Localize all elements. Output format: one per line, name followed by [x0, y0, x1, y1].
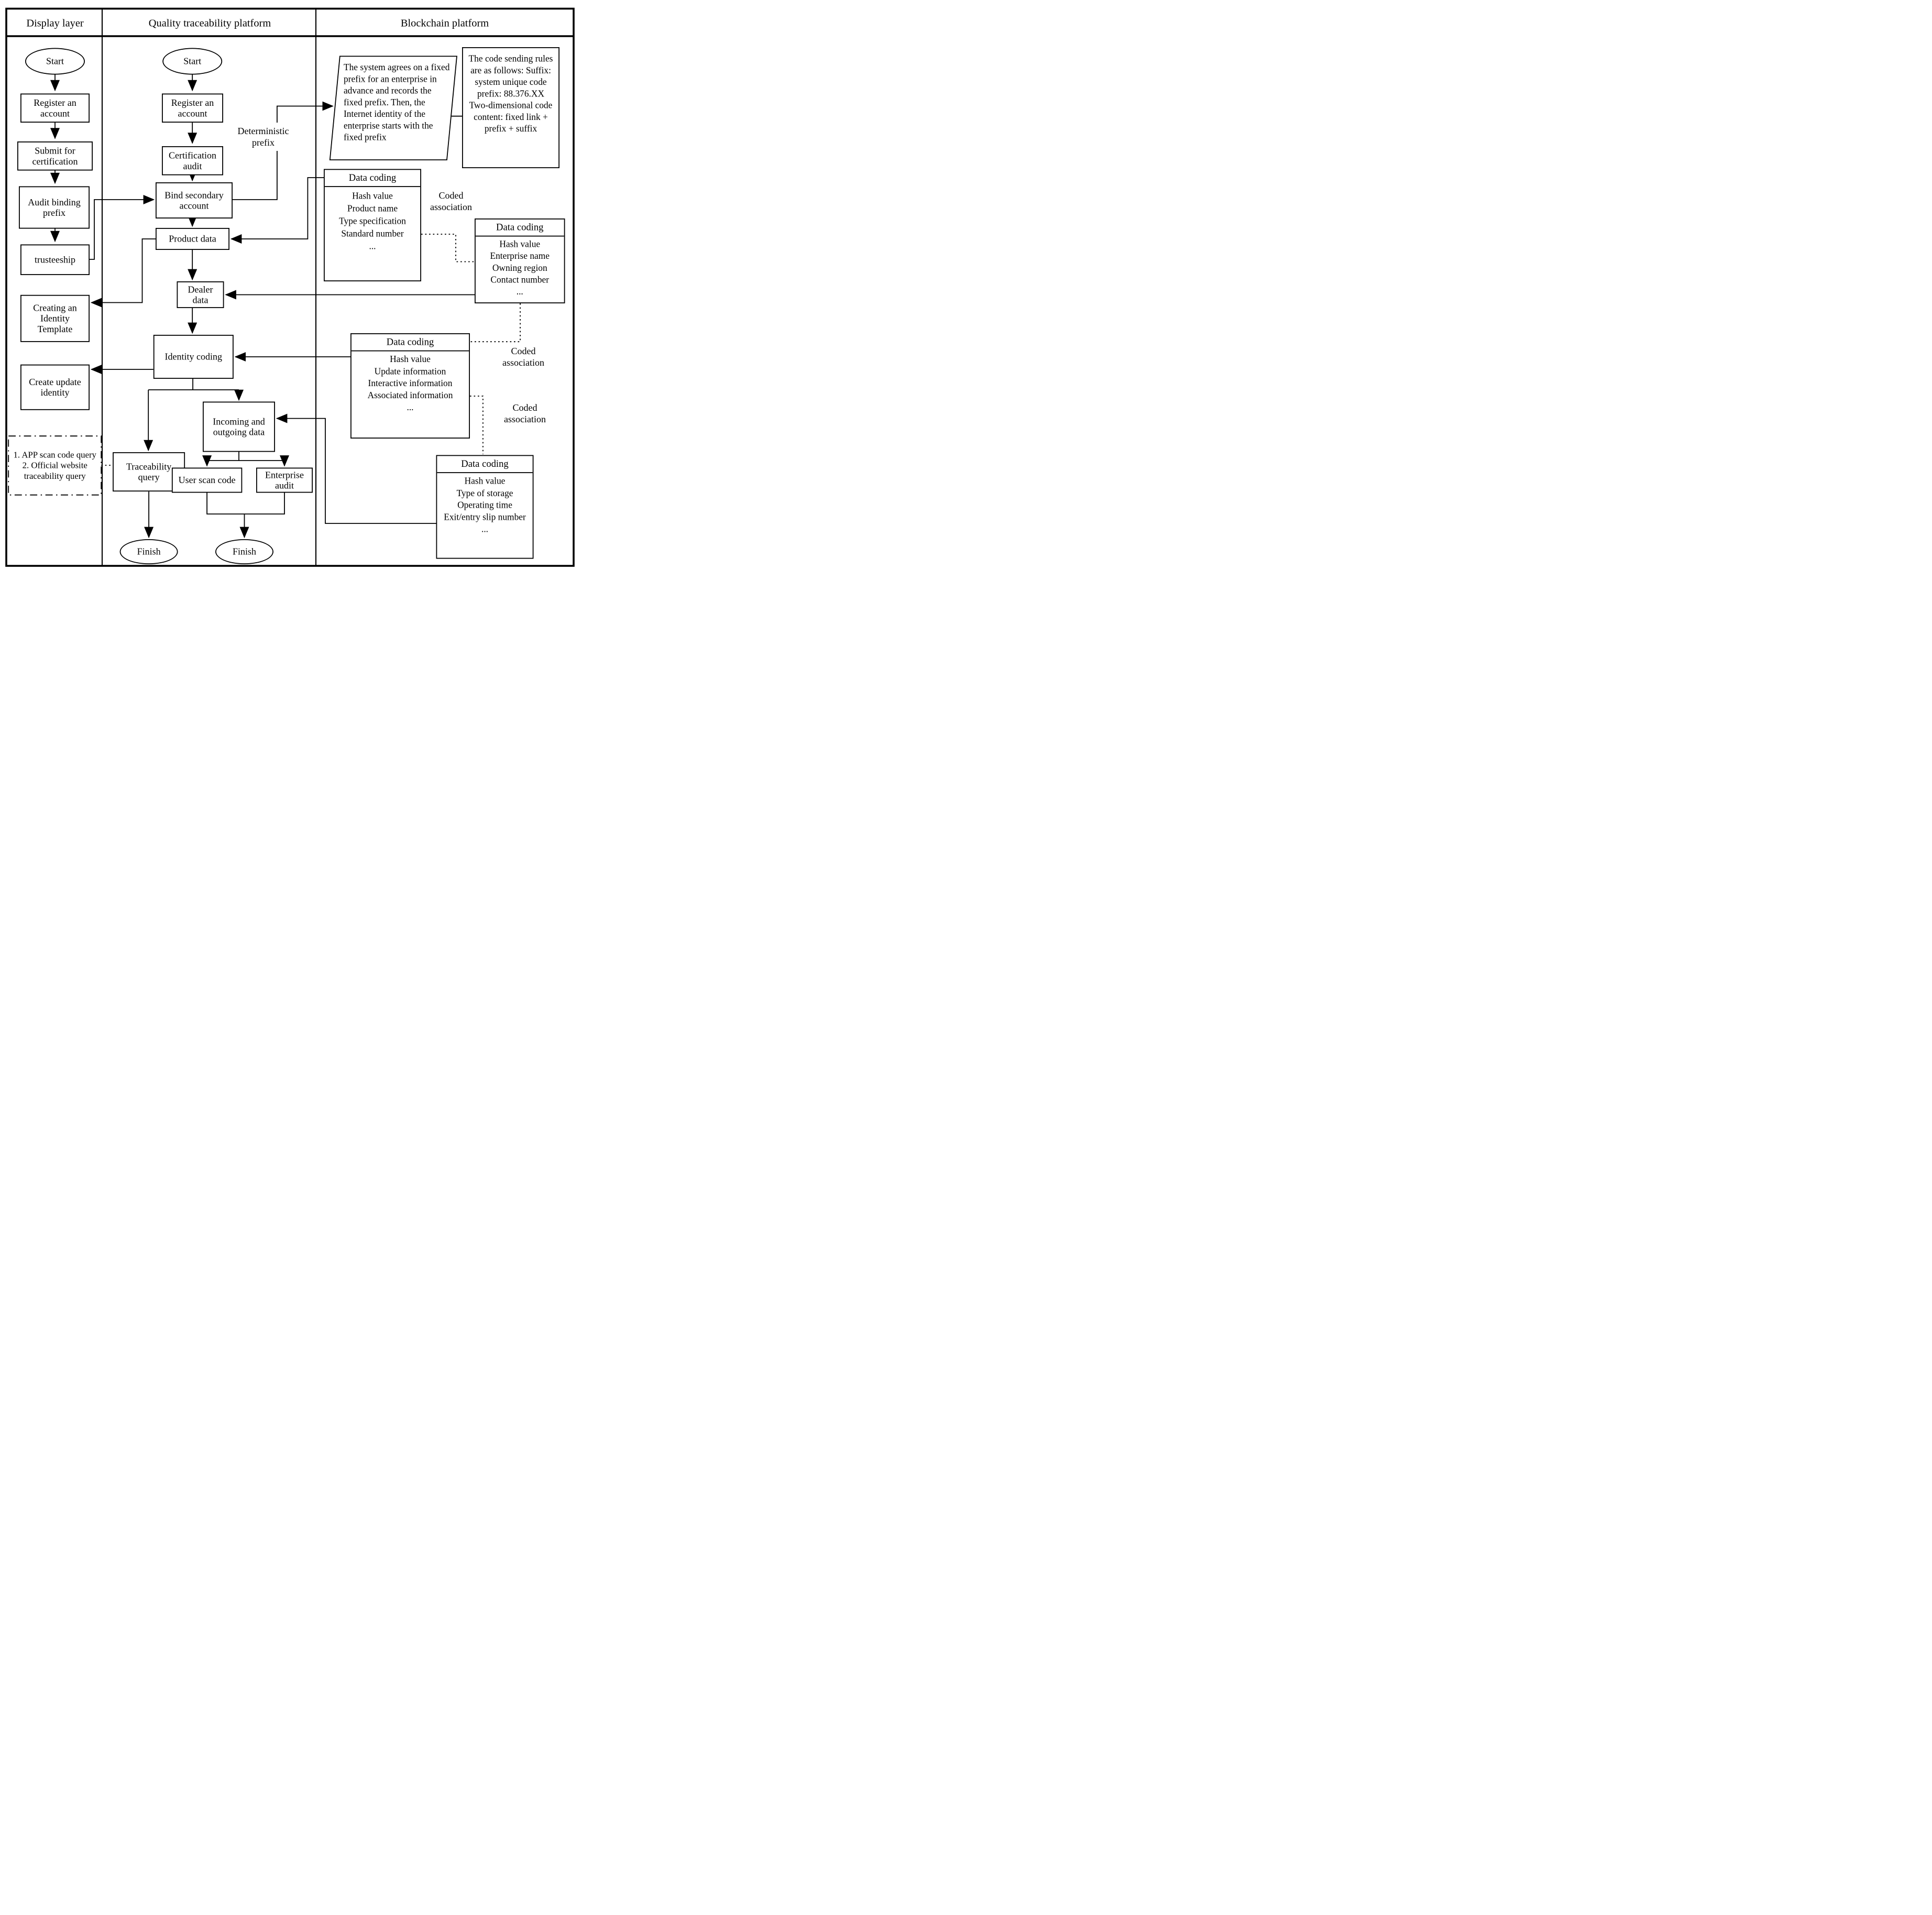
data-coding-enterprise-item: ...: [516, 286, 523, 297]
display-start-oval: Start: [25, 48, 85, 75]
platform-identity-coding-box: Identity coding: [153, 335, 234, 379]
platform-finish-left-oval: Finish: [119, 539, 178, 564]
platform-enterprise-audit-box: Enterprise audit: [256, 467, 313, 493]
data-coding-box-product: Data coding Hash value Product name Type…: [324, 169, 422, 281]
coded-association-label-2: Coded association: [502, 346, 544, 368]
data-coding-enterprise-item: Owning region: [492, 262, 547, 273]
blockchain-fixed-prefix-text: The system agrees on a fixed prefix for …: [343, 62, 450, 143]
flowchart-diagram: Display layer Quality traceability platf…: [0, 0, 580, 575]
data-coding-box-storage-title: Data coding: [437, 456, 533, 474]
data-coding-product-item: Product name: [347, 203, 398, 214]
data-coding-box-storage: Data coding Hash value Type of storage O…: [436, 455, 534, 559]
data-coding-update-item: Hash value: [390, 354, 431, 365]
display-trusteeship-box: trusteeship: [20, 244, 90, 275]
data-coding-product-item: ...: [369, 240, 376, 251]
data-coding-enterprise-item: Enterprise name: [490, 250, 550, 261]
display-submit-certification-box: Submit for certification: [17, 141, 93, 171]
platform-bind-secondary-account-box: Bind secondary account: [156, 182, 233, 219]
flow-arrows: [50, 74, 475, 539]
data-coding-box-update: Data coding Hash value Update informatio…: [350, 333, 470, 439]
platform-start-oval: Start: [162, 48, 223, 75]
lane-title-quality-traceability-platform: Quality traceability platform: [148, 16, 271, 29]
deterministic-prefix-label: Deterministic prefix: [230, 123, 297, 151]
data-coding-update-item: Interactive information: [368, 378, 453, 389]
blockchain-code-sending-rules-box: The code sending rules are as follows: S…: [462, 47, 559, 168]
query-note-border: [8, 435, 102, 496]
platform-user-scan-code-box: User scan code: [171, 467, 243, 493]
platform-certification-audit-box: Certification audit: [162, 146, 224, 176]
data-coding-box-enterprise-title: Data coding: [475, 220, 564, 237]
display-create-update-identity-box: Create update identity: [20, 364, 90, 410]
data-coding-update-item: Update information: [374, 366, 446, 377]
platform-finish-right-oval: Finish: [215, 539, 273, 564]
display-register-account-box: Register an account: [20, 93, 90, 123]
data-coding-storage-item: Operating time: [457, 500, 512, 510]
data-coding-storage-item: Exit/entry slip number: [444, 511, 526, 522]
data-coding-product-item: Hash value: [352, 190, 393, 201]
data-coding-update-item: Associated information: [367, 390, 453, 400]
platform-incoming-outgoing-data-box: Incoming and outgoing data: [203, 401, 275, 452]
display-query-note-box: 1. APP scan code query 2. Official websi…: [13, 450, 96, 481]
data-coding-product-item: Standard number: [341, 228, 404, 239]
data-coding-box-update-title: Data coding: [351, 334, 469, 352]
data-coding-box-product-title: Data coding: [324, 170, 421, 187]
platform-product-data-box: Product data: [156, 228, 230, 250]
data-coding-product-item: Type specification: [339, 215, 406, 226]
lane-title-display-layer: Display layer: [26, 16, 84, 29]
data-coding-box-enterprise: Data coding Hash value Enterprise name O…: [475, 218, 565, 303]
display-audit-binding-prefix-box: Audit binding prefix: [19, 186, 90, 229]
display-creating-identity-template-box: Creating an Identity Template: [20, 294, 90, 342]
swimlane-frame: [5, 7, 575, 567]
dotted-association-lines: [101, 234, 521, 466]
data-coding-update-item: ...: [407, 402, 414, 412]
connector-lines: [5, 7, 575, 567]
platform-dealer-data-box: Dealer data: [177, 281, 224, 308]
coded-association-label-3: Coded association: [504, 402, 546, 424]
coded-association-label-1: Coded association: [430, 190, 472, 212]
data-coding-storage-item: Hash value: [464, 476, 506, 486]
lane-title-blockchain-platform: Blockchain platform: [400, 16, 489, 29]
blockchain-fixed-prefix-parallelogram: The system agrees on a fixed prefix for …: [329, 56, 458, 161]
platform-register-account-box: Register an account: [162, 93, 224, 123]
data-coding-enterprise-item: Contact number: [490, 274, 550, 285]
data-coding-enterprise-item: Hash value: [499, 239, 541, 249]
data-coding-storage-item: ...: [481, 523, 489, 534]
data-coding-storage-item: Type of storage: [456, 488, 513, 498]
diagram-canvas: Display layer Quality traceability platf…: [0, 0, 580, 575]
